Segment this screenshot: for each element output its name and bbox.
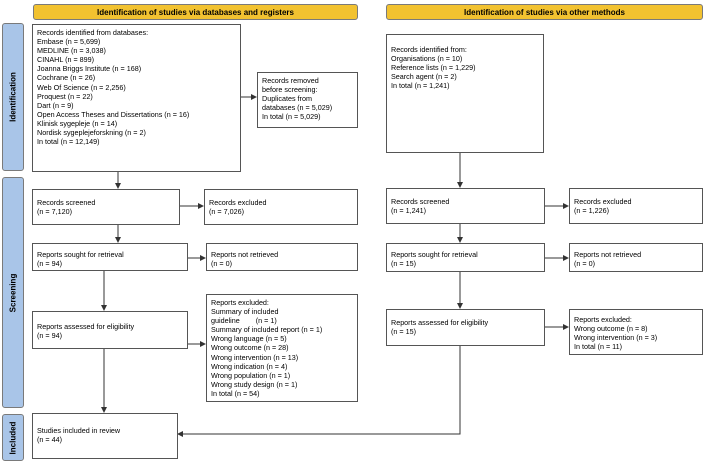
reports-excluded-line: Wrong language (n = 5)	[211, 334, 287, 344]
box-records-identified-other: Records identified from: Organisations (…	[386, 34, 544, 153]
phase-included: Included	[2, 414, 24, 461]
other-sought-line: Reports sought for retrieval	[391, 250, 478, 259]
box-other-reports-sought: Reports sought for retrieval (n = 15)	[386, 243, 545, 272]
other-assessed-line: Reports assessed for eligibility	[391, 318, 489, 327]
phase-identification: Identification	[2, 23, 24, 171]
identified-line: Embase (n = 5,699)	[37, 37, 101, 47]
box-other-records-screened: Records screened (n = 1,241)	[386, 188, 545, 224]
box-reports-not-retrieved: Reports not retrieved (n = 0)	[206, 243, 358, 271]
not-retrieved-line: (n = 0)	[211, 259, 232, 269]
identified-line: Klinisk sygepleje (n = 14)	[37, 118, 118, 128]
box-other-reports-not-retrieved: Reports not retrieved (n = 0)	[569, 243, 703, 272]
included-line: Studies included in review	[37, 426, 121, 435]
header-databases: Identification of studies via databases …	[33, 4, 358, 20]
screened-line: (n = 7,120)	[37, 207, 72, 217]
excluded-line: (n = 7,026)	[209, 207, 244, 217]
box-other-reports-excluded: Reports excluded: Wrong outcome (n = 8) …	[569, 309, 703, 355]
identified-title: Records identified from databases:	[37, 28, 149, 37]
other-identified-line: In total (n = 1,241)	[391, 81, 450, 91]
other-not-retrieved-line: (n = 0)	[574, 259, 595, 269]
removed-line: Records removed	[262, 76, 319, 85]
other-reports-excluded-line: Wrong intervention (n = 3)	[574, 333, 658, 343]
box-records-removed: Records removed before screening: Duplic…	[257, 72, 358, 128]
phase-screening: Screening	[2, 177, 24, 408]
box-records-screened: Records screened (n = 7,120)	[32, 189, 180, 225]
other-assessed-line: (n = 15)	[391, 327, 416, 337]
reports-excluded-line: Wrong outcome (n = 28)	[211, 343, 289, 353]
removed-line: databases (n = 5,029)	[262, 103, 333, 113]
excluded-line: Records excluded	[209, 198, 267, 207]
box-records-identified-databases: Records identified from databases: Embas…	[32, 24, 241, 172]
identified-line: Joanna Briggs Institute (n = 168)	[37, 64, 142, 74]
included-line: (n = 44)	[37, 435, 62, 445]
box-studies-included: Studies included in review (n = 44)	[32, 413, 178, 459]
removed-line: before screening:	[262, 85, 318, 95]
removed-line: In total (n = 5,029)	[262, 112, 321, 122]
box-other-records-excluded: Records excluded (n = 1,226)	[569, 188, 703, 224]
header-other-methods: Identification of studies via other meth…	[386, 4, 703, 20]
other-reports-excluded-line: Wrong outcome (n = 8)	[574, 324, 648, 334]
other-screened-line: Records screened	[391, 197, 450, 206]
other-sought-line: (n = 15)	[391, 259, 416, 269]
identified-line: Web Of Science (n = 2,256)	[37, 82, 126, 92]
other-identified-line: Records identified from:	[391, 45, 467, 54]
reports-excluded-line: Wrong indication (n = 4)	[211, 361, 288, 371]
box-reports-sought: Reports sought for retrieval (n = 94)	[32, 243, 188, 271]
screened-line: Records screened	[37, 198, 96, 207]
identified-line: MEDLINE (n = 3,038)	[37, 46, 106, 56]
other-excluded-line: (n = 1,226)	[574, 206, 609, 216]
other-reports-excluded-line: Reports excluded:	[574, 315, 632, 324]
other-identified-line: Reference lists (n = 1,229)	[391, 63, 476, 73]
reports-excluded-line: Wrong population (n = 1)	[211, 370, 291, 380]
reports-excluded-line: Reports excluded:	[211, 298, 269, 307]
other-identified-line: Organisations (n = 10)	[391, 54, 463, 64]
other-screened-line: (n = 1,241)	[391, 206, 426, 216]
sought-line: Reports sought for retrieval	[37, 250, 124, 259]
other-excluded-line: Records excluded	[574, 197, 632, 206]
identified-line: Nordisk sygeplejeforskning (n = 2)	[37, 128, 146, 138]
box-records-excluded: Records excluded (n = 7,026)	[204, 189, 358, 225]
not-retrieved-line: Reports not retrieved	[211, 250, 279, 259]
sought-line: (n = 94)	[37, 259, 62, 269]
assessed-line: (n = 94)	[37, 331, 62, 341]
box-reports-excluded: Reports excluded: Summary of included gu…	[206, 294, 358, 402]
assessed-line: Reports assessed for eligibility	[37, 322, 135, 331]
reports-excluded-line: Wrong intervention (n = 13)	[211, 352, 299, 362]
identified-line: Open Access Theses and Dissertations (n …	[37, 109, 190, 119]
identified-line: Cochrane (n = 26)	[37, 73, 96, 83]
box-reports-assessed: Reports assessed for eligibility (n = 94…	[32, 311, 188, 349]
box-other-reports-assessed: Reports assessed for eligibility (n = 15…	[386, 309, 545, 346]
other-identified-line: Search agent (n = 2)	[391, 72, 457, 82]
reports-excluded-line: Wrong study design (n = 1)	[211, 379, 298, 389]
reports-excluded-line: Summary of included	[211, 307, 279, 317]
other-not-retrieved-line: Reports not retrieved	[574, 250, 642, 259]
reports-excluded-line: Summary of included report (n = 1)	[211, 325, 323, 335]
reports-excluded-line: In total (n = 54)	[211, 388, 260, 398]
reports-excluded-line: guideline (n = 1)	[211, 316, 277, 326]
identified-line: CINAHL (n = 899)	[37, 55, 95, 65]
identified-line: In total (n = 12,149)	[37, 137, 100, 147]
identified-line: Proquest (n = 22)	[37, 91, 93, 101]
removed-line: Duplicates from	[262, 94, 312, 104]
other-reports-excluded-line: In total (n = 11)	[574, 342, 623, 352]
identified-line: Dart (n = 9)	[37, 100, 74, 110]
